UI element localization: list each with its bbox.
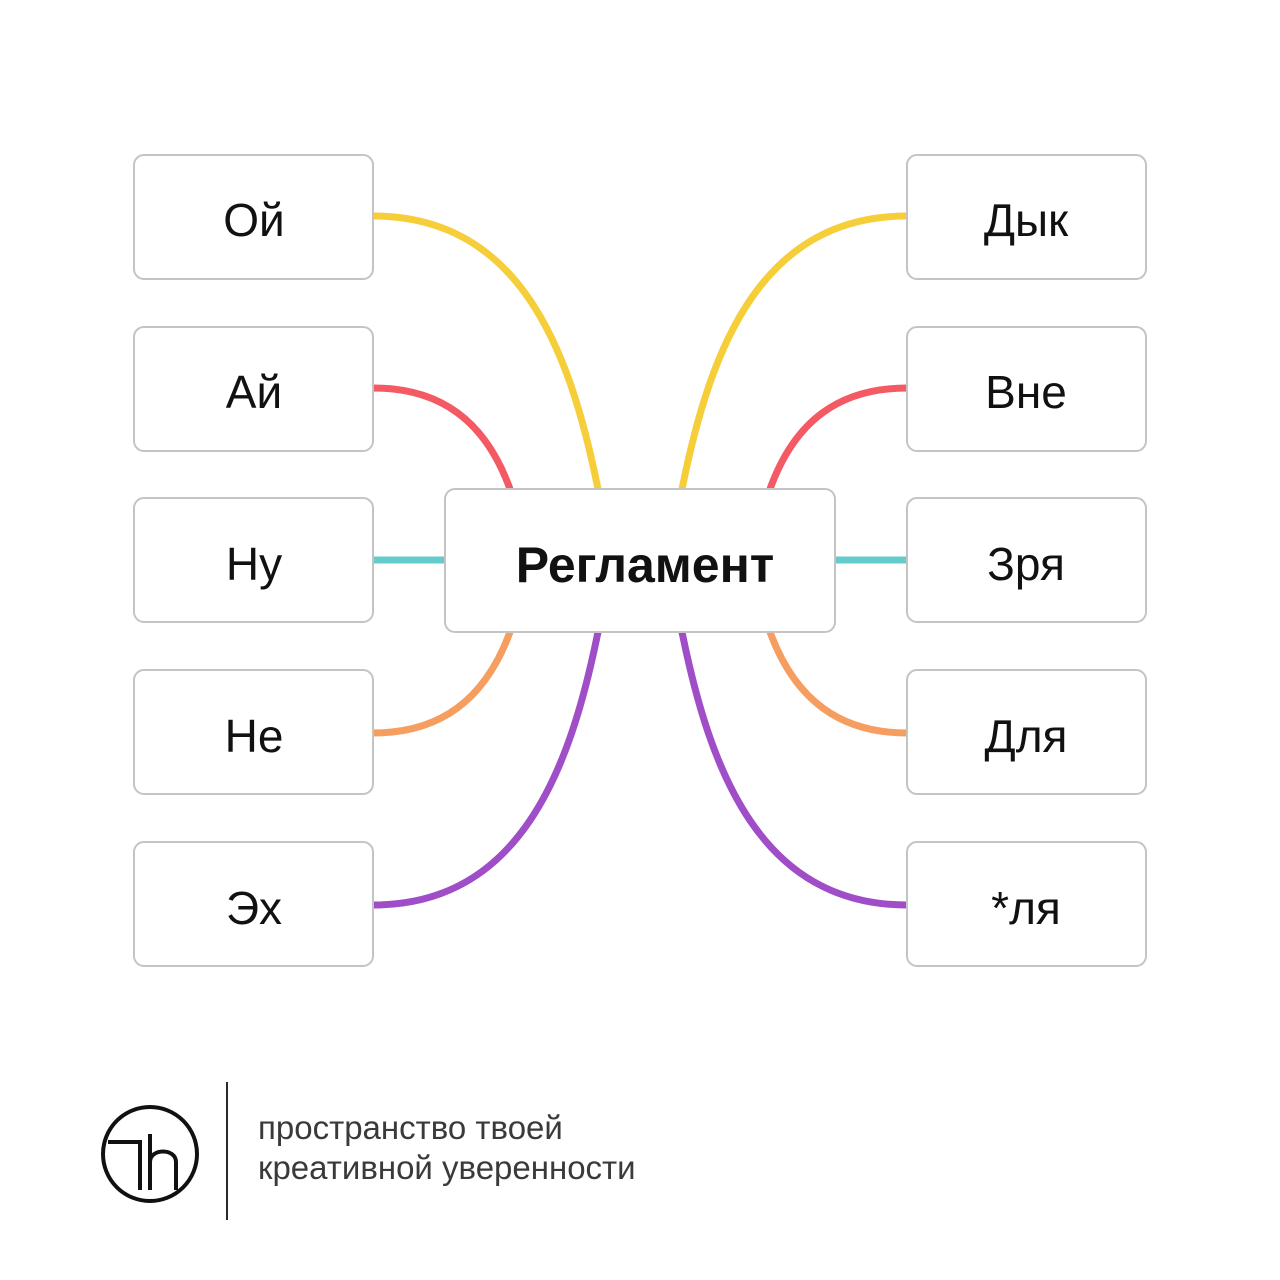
right-node-label: Зря [987, 538, 1065, 590]
center-node-box [444, 488, 836, 633]
right-node-label: Для [985, 710, 1068, 762]
right-node-box [906, 154, 1147, 280]
left-node-box [133, 497, 374, 623]
tagline-line-2: креативной уверенности [258, 1149, 636, 1186]
circle-h-logo-icon [101, 1105, 199, 1203]
right-node-4: Для [906, 669, 1147, 795]
connector-left-1 [372, 212, 602, 490]
connector-right-2 [766, 384, 908, 491]
right-node-3: Зря [906, 497, 1147, 623]
left-node-label: Ой [223, 194, 284, 246]
right-node-box [906, 326, 1147, 452]
tagline-line-1: пространство твоей [258, 1109, 563, 1146]
left-node-1: Ой [133, 154, 374, 280]
right-node-box [906, 669, 1147, 795]
right-node-label: *ля [991, 882, 1061, 934]
connector-right-4 [766, 630, 908, 737]
left-node-label: Не [225, 710, 284, 762]
center-node: Регламент [444, 488, 836, 633]
right-node-5: *ля [906, 841, 1147, 967]
right-node-box [906, 497, 1147, 623]
left-node-label: Ай [226, 366, 282, 418]
connector-right-1 [678, 212, 908, 490]
connectors [372, 212, 908, 909]
left-node-label: Эх [226, 882, 282, 934]
connector-left-4 [372, 630, 514, 737]
right-node-label: Дык [984, 194, 1069, 246]
center-node-label: Регламент [516, 537, 775, 593]
left-node-box [133, 326, 374, 452]
right-node-box [906, 841, 1147, 967]
left-node-4: Не [133, 669, 374, 795]
left-node-box [133, 669, 374, 795]
footer-tagline: пространство твоей креативной уверенност… [258, 1108, 636, 1188]
connector-right-5 [678, 631, 908, 909]
left-node-box [133, 841, 374, 967]
left-node-5: Эх [133, 841, 374, 967]
left-node-box [133, 154, 374, 280]
right-node-1: Дык [906, 154, 1147, 280]
right-node-2: Вне [906, 326, 1147, 452]
right-node-label: Вне [985, 366, 1067, 418]
left-node-2: Ай [133, 326, 374, 452]
connector-left-2 [372, 384, 514, 491]
left-node-3: Ну [133, 497, 374, 623]
footer-divider [226, 1082, 228, 1220]
left-node-label: Ну [226, 538, 282, 590]
connector-left-5 [372, 631, 602, 909]
